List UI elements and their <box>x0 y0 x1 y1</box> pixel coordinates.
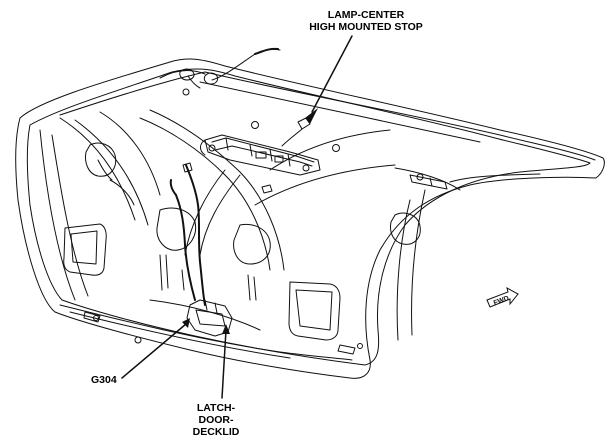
ground-arrowhead <box>182 318 190 328</box>
ground-callout: G304 <box>91 374 117 386</box>
right-pocket <box>288 281 341 341</box>
decklid-inner-flange <box>26 68 591 366</box>
left-pocket <box>63 223 107 276</box>
forward-arrow-icon: FWD <box>486 287 519 308</box>
chmsl-lamp-assembly <box>200 134 321 176</box>
latch-callout-line-3: DECKLID <box>192 426 240 438</box>
decklid-outline <box>15 58 605 379</box>
lamp-arrowhead <box>305 108 318 124</box>
latch-arrowhead <box>222 324 230 334</box>
latch-leader-line <box>221 329 227 399</box>
lamp-leader-line <box>311 35 353 113</box>
latch-callout-line-2: DOOR- <box>198 414 234 426</box>
wiring-harness <box>169 164 206 306</box>
lamp-callout: LAMP-CENTER HIGH MOUNTED STOP <box>300 9 432 33</box>
lamp-callout-line-1: LAMP-CENTER <box>327 9 405 21</box>
ground-leader-line <box>121 323 187 379</box>
latch-callout-line-1: LATCH- <box>196 402 236 414</box>
latch-callout: LATCH- DOOR- DECKLID <box>186 402 246 438</box>
lamp-callout-line-2: HIGH MOUNTED STOP <box>309 21 423 33</box>
